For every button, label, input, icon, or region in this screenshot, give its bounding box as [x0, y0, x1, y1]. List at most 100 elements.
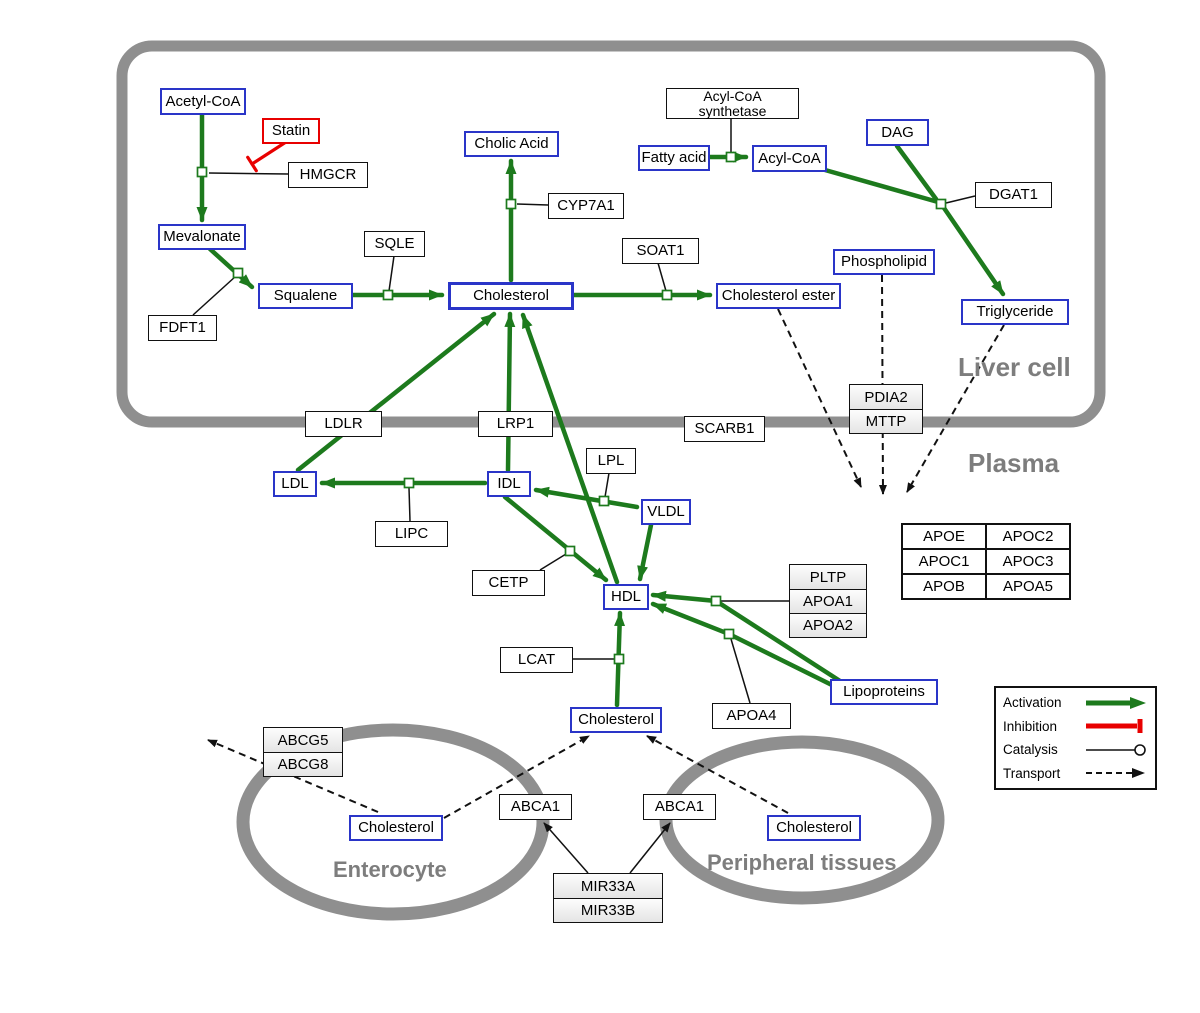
- legend-transport-label: Transport: [1003, 765, 1061, 781]
- node-acyl-coa[interactable]: Acyl-CoA: [752, 145, 827, 172]
- liver-cell-label: Liver cell: [958, 352, 1071, 382]
- node-lrp1[interactable]: LRP1: [478, 411, 553, 437]
- node-abca1-right[interactable]: ABCA1: [643, 794, 716, 820]
- legend-inhibition-label: Inhibition: [1003, 718, 1058, 734]
- node-dgat1[interactable]: DGAT1: [975, 182, 1052, 208]
- reaction-node-apoa: [710, 595, 722, 607]
- node-acyl-coa-synthetase[interactable]: Acyl-CoA synthetase: [666, 88, 799, 119]
- reaction-node-sqle: [382, 289, 394, 301]
- node-fatty-acid[interactable]: Fatty acid: [638, 145, 710, 171]
- edge-idl-via-lrp1-to-cholesterol: [504, 311, 516, 473]
- node-apoc3[interactable]: APOC3: [986, 549, 1070, 574]
- node-scarb1[interactable]: SCARB1: [684, 416, 765, 442]
- node-squalene[interactable]: Squalene: [258, 283, 353, 309]
- node-abcg5[interactable]: ABCG5: [264, 728, 342, 752]
- node-pdia2[interactable]: PDIA2: [850, 385, 922, 409]
- node-statin[interactable]: Statin: [262, 118, 320, 144]
- arrow-mir33-to-abca1-left: [543, 822, 589, 874]
- legend-activation-label: Activation: [1003, 695, 1062, 711]
- edge-vldl-to-idl: [533, 486, 640, 510]
- peripheral-tissues-label: Peripheral tissues: [707, 850, 897, 875]
- edge-vldl-to-hdl: [637, 522, 654, 582]
- node-cholesterol-plasma[interactable]: Cholesterol: [570, 707, 662, 733]
- reaction-node-dgat1: [935, 198, 947, 210]
- node-mir33b[interactable]: MIR33B: [554, 898, 662, 922]
- node-apoa4[interactable]: APOA4: [712, 703, 791, 729]
- node-fdft1[interactable]: FDFT1: [148, 315, 217, 341]
- node-apoc2[interactable]: APOC2: [986, 524, 1070, 549]
- edge-idl-to-hdl-cetp: [502, 494, 609, 583]
- reaction-node-acylcoa-synthetase: [725, 151, 737, 163]
- transport-cholesterol-abcg-out: [207, 739, 379, 813]
- node-lipc[interactable]: LIPC: [375, 521, 448, 547]
- activation-arrow-icon: [1086, 696, 1146, 709]
- node-lipoproteins[interactable]: Lipoproteins: [830, 679, 938, 705]
- node-lcat[interactable]: LCAT: [500, 647, 573, 673]
- node-dag[interactable]: DAG: [866, 119, 929, 146]
- node-apoa1[interactable]: APOA1: [790, 589, 866, 613]
- stack-pltp-apoa1-apoa2: PLTP APOA1 APOA2: [789, 564, 867, 638]
- reaction-node-fdft1: [232, 267, 244, 279]
- stack-pdia2-mttp: PDIA2 MTTP: [849, 384, 923, 434]
- reaction-node-hmgcr: [196, 166, 208, 178]
- node-soat1[interactable]: SOAT1: [622, 238, 699, 264]
- reaction-node-lpl: [598, 495, 610, 507]
- node-mir33a[interactable]: MIR33A: [554, 874, 662, 898]
- enterocyte-label: Enterocyte: [333, 857, 447, 882]
- node-abcg8[interactable]: ABCG8: [264, 752, 342, 776]
- node-apoc1[interactable]: APOC1: [902, 549, 986, 574]
- stack-mir33a-mir33b: MIR33A MIR33B: [553, 873, 663, 923]
- edge-dag-to-dgat-junction: [894, 143, 939, 202]
- node-hdl[interactable]: HDL: [603, 584, 649, 610]
- node-apoa2[interactable]: APOA2: [790, 613, 866, 637]
- reaction-node-apoa4: [723, 628, 735, 640]
- reaction-node-cyp7a1: [505, 198, 517, 210]
- transport-peripheral-cholesterol-to-plasma: [646, 735, 789, 814]
- node-cholic-acid[interactable]: Cholic Acid: [464, 131, 559, 157]
- edge-acylcoa-to-dgat-junction: [815, 165, 941, 205]
- node-sqle[interactable]: SQLE: [364, 231, 425, 257]
- edge-junction-to-triglyceride: [941, 205, 1006, 297]
- node-triglyceride[interactable]: Triglyceride: [961, 299, 1069, 325]
- node-ldl[interactable]: LDL: [273, 471, 317, 497]
- catalysis-soat1: [657, 262, 667, 292]
- node-cholesterol-enterocyte[interactable]: Cholesterol: [349, 815, 443, 841]
- node-mevalonate[interactable]: Mevalonate: [158, 224, 246, 250]
- node-mttp[interactable]: MTTP: [850, 409, 922, 433]
- catalysis-dgat1: [945, 195, 976, 204]
- node-cholesterol-ester[interactable]: Cholesterol ester: [716, 283, 841, 309]
- catalysis-cyp7a1: [516, 203, 549, 206]
- enterocyte-membrane: [236, 723, 550, 921]
- catalysis-lpl: [604, 472, 610, 498]
- liver-cell-membrane: [116, 40, 1106, 428]
- transport-triglyceride-to-plasma: [906, 324, 1005, 493]
- stack-abcg5-abcg8: ABCG5 ABCG8: [263, 727, 343, 777]
- node-idl[interactable]: IDL: [487, 471, 531, 497]
- node-cyp7a1[interactable]: CYP7A1: [548, 193, 624, 219]
- catalysis-apoa4: [730, 638, 751, 704]
- catalysis-circle-icon: [1086, 743, 1146, 756]
- node-cholesterol-liver[interactable]: Cholesterol: [448, 282, 574, 310]
- node-acetyl-coa[interactable]: Acetyl-CoA: [160, 88, 246, 115]
- transport-cholesterolester-to-plasma: [777, 308, 862, 488]
- legend-row-catalysis: Catalysis: [1003, 739, 1148, 761]
- inhibition-tbar-icon: [1086, 719, 1143, 734]
- inhibition-statin-tbar: [246, 155, 258, 173]
- node-lpl[interactable]: LPL: [586, 448, 636, 474]
- node-vldl[interactable]: VLDL: [641, 499, 691, 525]
- node-pltp[interactable]: PLTP: [790, 565, 866, 589]
- node-apoa5[interactable]: APOA5: [986, 574, 1070, 599]
- node-ldlr[interactable]: LDLR: [305, 411, 382, 437]
- node-apob[interactable]: APOB: [902, 574, 986, 599]
- node-apoe[interactable]: APOE: [902, 524, 986, 549]
- legend-catalysis-label: Catalysis: [1003, 742, 1058, 758]
- node-phospholipid[interactable]: Phospholipid: [833, 249, 935, 275]
- catalysis-cetp: [539, 553, 567, 571]
- catalysis-hmgcr: [208, 172, 289, 175]
- node-hmgcr[interactable]: HMGCR: [288, 162, 368, 188]
- edge-mevalonate-to-squalene: [207, 246, 255, 290]
- catalysis-sqle: [388, 255, 395, 292]
- node-cholesterol-peripheral[interactable]: Cholesterol: [767, 815, 861, 841]
- node-cetp[interactable]: CETP: [472, 570, 545, 596]
- node-abca1-left[interactable]: ABCA1: [499, 794, 572, 820]
